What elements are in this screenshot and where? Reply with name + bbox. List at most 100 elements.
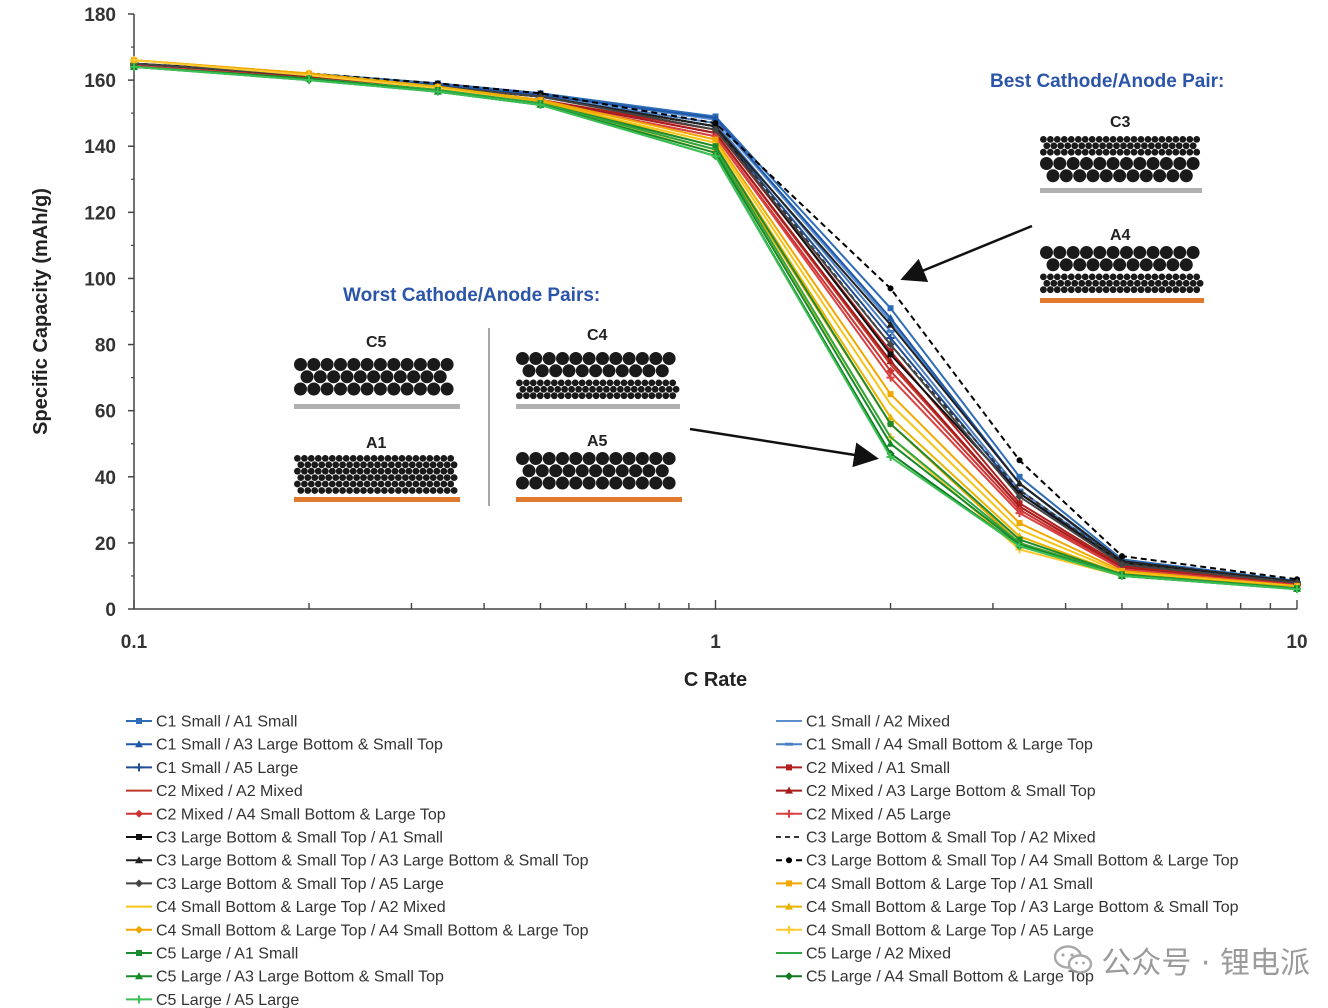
particle [1113, 279, 1120, 287]
particle [1153, 169, 1167, 183]
particle [627, 392, 635, 400]
particle [328, 467, 336, 475]
particle [1133, 246, 1147, 259]
particle [1130, 148, 1138, 156]
particle [415, 474, 423, 481]
particle [662, 452, 676, 465]
data-point [1016, 520, 1023, 527]
particle [1151, 148, 1159, 156]
particle [658, 385, 666, 393]
particle [1123, 136, 1131, 143]
particle [415, 461, 423, 469]
current-collector [516, 404, 680, 409]
particle [419, 455, 427, 462]
particle [557, 392, 565, 400]
particle [1133, 157, 1147, 170]
data-point [1118, 553, 1125, 560]
particle [644, 385, 652, 393]
particle [1127, 279, 1134, 287]
particle [556, 352, 569, 365]
particle [370, 467, 378, 475]
particle [356, 480, 364, 488]
particle [408, 474, 416, 481]
particle [1130, 136, 1138, 143]
particle [1186, 148, 1194, 156]
particle [1086, 258, 1100, 272]
particle [516, 392, 523, 400]
particle [1139, 258, 1153, 272]
particle [662, 476, 676, 490]
annotations: Best Cathode/Anode Pair: C3 A4 Worst Cat… [294, 71, 1224, 506]
particle [564, 379, 572, 387]
particle [1040, 286, 1047, 294]
particle [1175, 142, 1183, 150]
particle [557, 379, 565, 387]
particle [1074, 136, 1082, 143]
particle [1126, 258, 1140, 272]
particle [340, 370, 354, 384]
particle [582, 352, 596, 365]
particle [635, 452, 649, 465]
data-point [887, 348, 894, 355]
particle [367, 474, 374, 481]
data-point [886, 367, 895, 375]
particle [540, 385, 548, 393]
y-tick-label: 0 [105, 600, 116, 621]
particle [1053, 286, 1061, 294]
y-tick-label: 180 [84, 5, 116, 26]
data-point [886, 320, 895, 328]
particle [543, 379, 551, 387]
particle [1130, 273, 1138, 281]
particle [1172, 286, 1180, 294]
particle [1086, 169, 1100, 183]
particle [1172, 273, 1180, 281]
particle [314, 467, 322, 475]
worst-anode-2-label: A5 [587, 433, 608, 450]
particle [543, 392, 551, 400]
particle [301, 467, 308, 475]
particle [568, 385, 575, 393]
legend-item: C4 Small Bottom & Large Top / A4 Small B… [126, 922, 589, 939]
particle [1186, 286, 1194, 294]
data-point [135, 809, 143, 818]
particle [1165, 136, 1173, 143]
data-point [1016, 473, 1023, 480]
particle [1088, 286, 1096, 294]
particle [1106, 157, 1120, 170]
particle [1179, 148, 1187, 156]
particle [398, 467, 406, 475]
particle [297, 487, 305, 494]
particle [1059, 169, 1073, 183]
particle [1158, 148, 1166, 156]
data-point [711, 125, 720, 134]
particle [1080, 157, 1093, 170]
particle [522, 364, 536, 378]
particle [334, 358, 347, 371]
particle [1095, 286, 1103, 294]
legend-label: C4 Small Bottom & Large Top / A1 Small [806, 876, 1093, 893]
particle [1064, 142, 1072, 150]
particle [1080, 246, 1093, 259]
particle [1172, 136, 1180, 143]
particle [381, 487, 388, 494]
particle [320, 382, 334, 396]
particle [307, 358, 321, 371]
particle [550, 392, 558, 400]
worst-anode-2-diagram [516, 452, 682, 502]
particle [529, 379, 537, 387]
particle [542, 476, 556, 490]
particle [443, 474, 451, 481]
data-point [1117, 560, 1126, 569]
particle [1134, 142, 1141, 150]
particle [599, 392, 607, 400]
particle [1095, 136, 1103, 143]
particle [648, 379, 656, 387]
worst-anode-1-label: A1 [366, 435, 387, 452]
particle [433, 455, 441, 462]
particle [327, 370, 341, 384]
particle [529, 352, 543, 365]
particle [655, 379, 663, 387]
data-point [887, 285, 894, 292]
particle [1043, 142, 1051, 150]
particle [1123, 286, 1131, 294]
